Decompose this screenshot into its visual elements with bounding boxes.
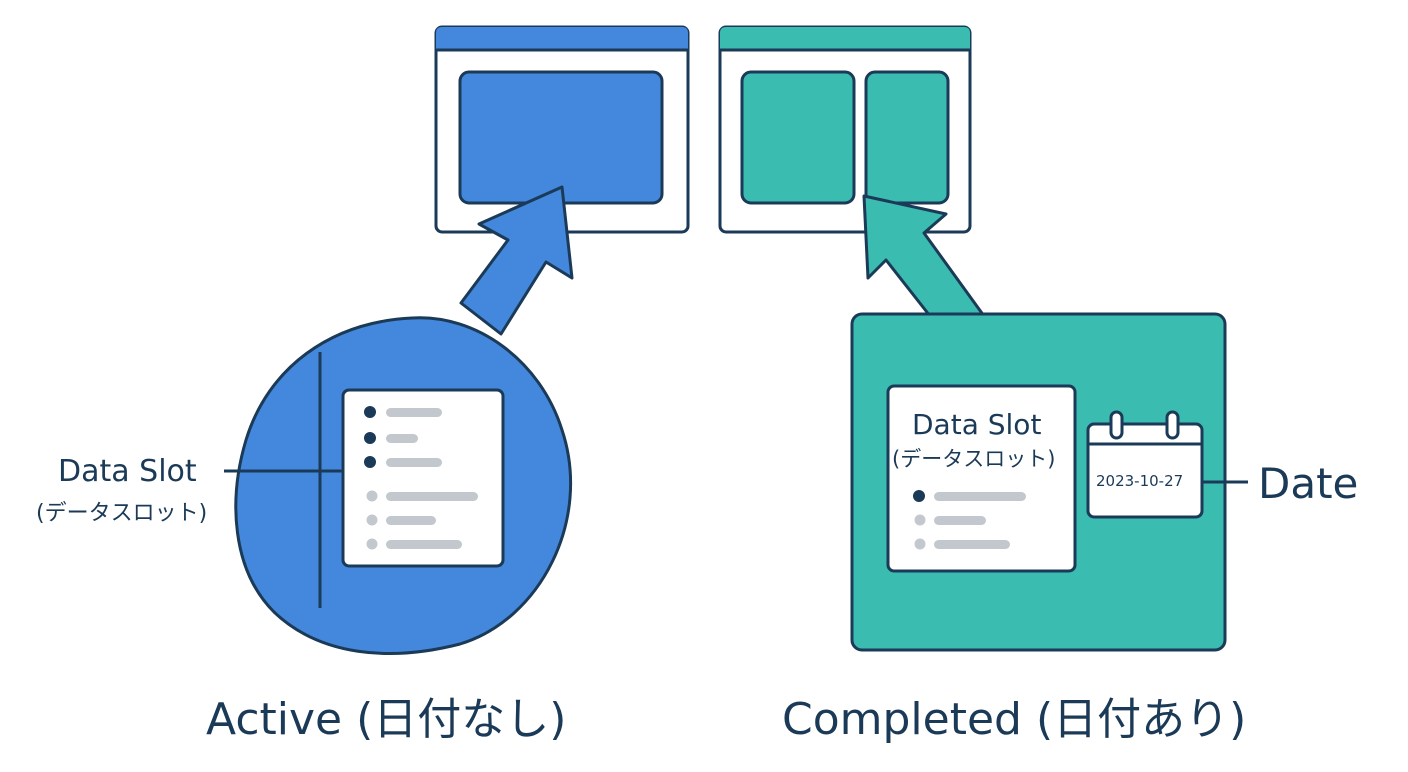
- completed-list-bullet-muted: [914, 514, 926, 526]
- active-list-line: [386, 458, 442, 467]
- completed-data-slot-card: [886, 384, 1077, 573]
- active-window: [434, 25, 690, 234]
- completed-list-bullet-muted: [914, 538, 926, 550]
- completed-caption: Completed (日付あり): [782, 694, 1247, 745]
- active-data-slot-label-jp: (データスロット): [36, 501, 208, 526]
- calendar-body: [1086, 422, 1204, 519]
- active-list-bullet-muted: [366, 490, 378, 502]
- completed-window-panel-right: [864, 70, 950, 205]
- active-list-bullet: [364, 456, 376, 468]
- completed-window-panel-left: [740, 70, 856, 205]
- active-blob-group: [234, 316, 572, 655]
- calendar-icon: [1086, 410, 1204, 519]
- active-data-slot-label: Data Slot: [58, 454, 197, 489]
- active-window-panel: [458, 70, 664, 205]
- active-list-line: [386, 408, 442, 417]
- completed-list-line: [934, 516, 986, 525]
- date-label: Date: [1258, 459, 1359, 508]
- completed-list-line: [934, 540, 1010, 549]
- active-list-bullet-muted: [366, 538, 378, 550]
- completed-box-group: [850, 312, 1227, 652]
- calendar-ring-left: [1109, 410, 1124, 440]
- active-list-bullet-muted: [366, 514, 378, 526]
- completed-data-slot-label-jp: (データスロット): [892, 447, 1056, 471]
- active-list-line: [386, 516, 436, 525]
- active-arrow: [459, 185, 574, 336]
- active-data-slot-card: [341, 388, 505, 568]
- active-list-bullet: [364, 432, 376, 444]
- completed-window-titlebar: [720, 27, 970, 50]
- completed-list-bullet: [913, 490, 925, 502]
- completed-arrow: [862, 194, 986, 318]
- completed-window: [718, 25, 972, 234]
- active-caption: Active (日付なし): [206, 694, 567, 745]
- active-list-bullet: [364, 406, 376, 418]
- active-list-line: [386, 492, 478, 501]
- active-list-line: [386, 540, 462, 549]
- calendar-date-value: 2023-10-27: [1096, 472, 1184, 490]
- completed-list-line: [934, 492, 1026, 501]
- completed-data-slot-label: Data Slot: [912, 408, 1042, 441]
- active-window-titlebar: [436, 27, 688, 50]
- calendar-ring-right: [1165, 410, 1180, 440]
- active-list-line: [386, 434, 418, 443]
